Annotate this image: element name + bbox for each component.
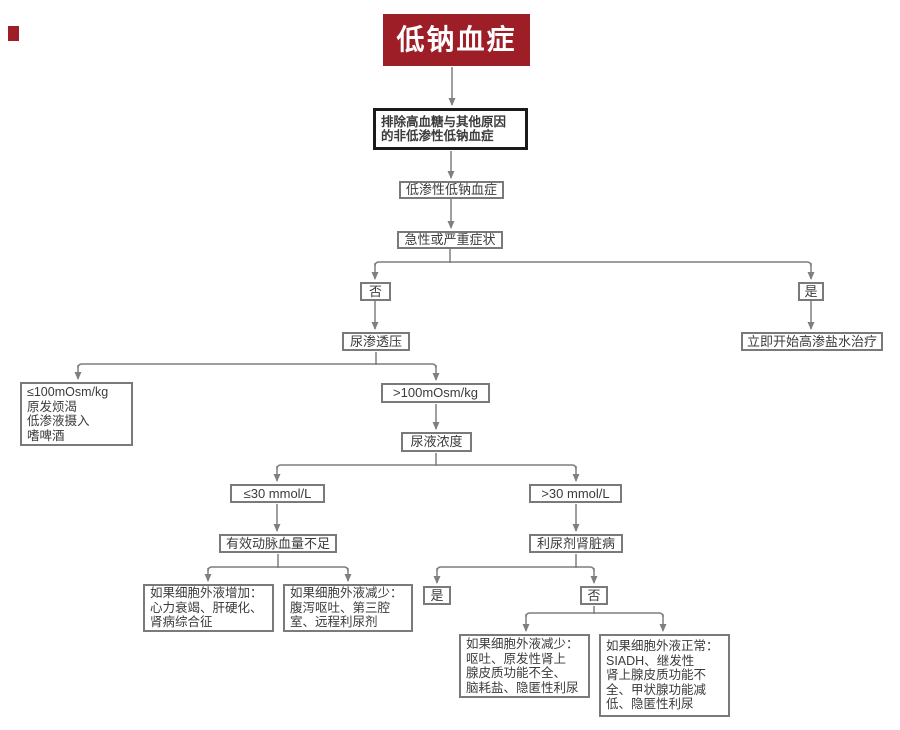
branch-urine-concentration xyxy=(273,453,580,482)
node-branch-yes: 是 xyxy=(798,282,824,301)
branch-eabv xyxy=(204,554,352,582)
node-sodium-low: ≤30 mmol/L xyxy=(230,484,325,503)
node-urine-osmolality: 尿渗透压 xyxy=(342,332,410,351)
node-ecf-increased: 如果细胞外液增加： 心力衰竭、肝硬化、 肾病综合征 xyxy=(143,584,274,632)
osm-low-line-4: 嗜啤酒 xyxy=(27,428,65,443)
ecf-normal-line-5: 低、隐匿性利尿 xyxy=(606,697,694,712)
node-exclude-hyperglycemia: 排除高血糖与其他原因 的非低渗性低钠血症 xyxy=(373,108,528,150)
osm-low-line-1: ≤100mOsm/kg xyxy=(27,385,109,399)
ecf-dec-left-line-2: 腹泻呕吐、第三腔 xyxy=(290,600,391,615)
node-ecf-decreased-left: 如果细胞外液减少： 腹泻呕吐、第三腔 室、远程利尿剂 xyxy=(283,584,413,632)
osm-low-line-3: 低渗液摄入 xyxy=(27,414,90,428)
node-hypertonic-saline: 立即开始高渗盐水治疗 xyxy=(741,332,883,351)
ecf-dec-right-line-4: 脑耗盐、隐匿性利尿 xyxy=(466,680,579,695)
node-acute-severe-symptoms: 急性或严重症状 xyxy=(397,231,503,249)
node-hypotonic-hyponatremia: 低渗性低钠血症 xyxy=(399,181,504,199)
corner-mark xyxy=(8,26,19,41)
node-osmolality-high: >100mOsm/kg xyxy=(381,383,490,403)
ecf-inc-line-1: 如果细胞外液增加： xyxy=(150,586,263,601)
ecf-dec-left-line-3: 室、远程利尿剂 xyxy=(290,615,378,630)
exclude-line-2: 的非低渗性低钠血症 xyxy=(381,129,494,143)
ecf-normal-line-3: 肾上腺皮质功能不 xyxy=(606,668,707,683)
ecf-inc-line-2: 心力衰竭、肝硬化、 xyxy=(150,600,263,615)
ecf-inc-line-3: 肾病综合征 xyxy=(150,615,213,630)
osm-low-line-2: 原发烦渴 xyxy=(27,399,78,414)
node-hyponatremia-title: 低钠血症 xyxy=(383,14,530,66)
node-ecf-decreased-right: 如果细胞外液减少： 呕吐、原发性肾上 腺皮质功能不全、 脑耗盐、隐匿性利尿 xyxy=(459,634,590,698)
ecf-dec-left-line-1: 如果细胞外液减少： xyxy=(290,586,403,601)
ecf-normal-line-1: 如果细胞外液正常： xyxy=(606,639,719,654)
branch-urine-osmolality xyxy=(74,352,440,381)
node-sodium-high: >30 mmol/L xyxy=(529,484,622,503)
branch-acute-no-yes xyxy=(371,249,815,280)
ecf-dec-right-line-2: 呕吐、原发性肾上 xyxy=(466,651,567,666)
node-effective-arterial-volume: 有效动脉血量不足 xyxy=(219,534,337,553)
node-diuretic-renal-disease: 利尿剂肾脏病 xyxy=(529,534,623,553)
ecf-dec-right-line-1: 如果细胞外液减少： xyxy=(466,637,579,651)
node-ecf-normal: 如果细胞外液正常： SIADH、继发性 肾上腺皮质功能不 全、甲状腺功能减 低、… xyxy=(599,634,730,717)
ecf-normal-line-4: 全、甲状腺功能减 xyxy=(606,682,707,697)
ecf-dec-right-line-3: 腺皮质功能不全、 xyxy=(466,666,567,680)
exclude-line-1: 排除高血糖与其他原因 xyxy=(381,114,507,129)
node-diuretic-no: 否 xyxy=(580,586,608,605)
branch-no2 xyxy=(522,606,667,632)
ecf-normal-line-2: SIADH、继发性 xyxy=(606,653,695,668)
node-urine-concentration: 尿液浓度 xyxy=(401,432,472,452)
branch-diuretic-renal xyxy=(433,554,598,584)
node-osmolality-low: ≤100mOsm/kg 原发烦渴 低渗液摄入 嗜啤酒 xyxy=(20,382,133,446)
node-branch-no: 否 xyxy=(360,282,391,301)
node-diuretic-yes: 是 xyxy=(423,586,451,605)
